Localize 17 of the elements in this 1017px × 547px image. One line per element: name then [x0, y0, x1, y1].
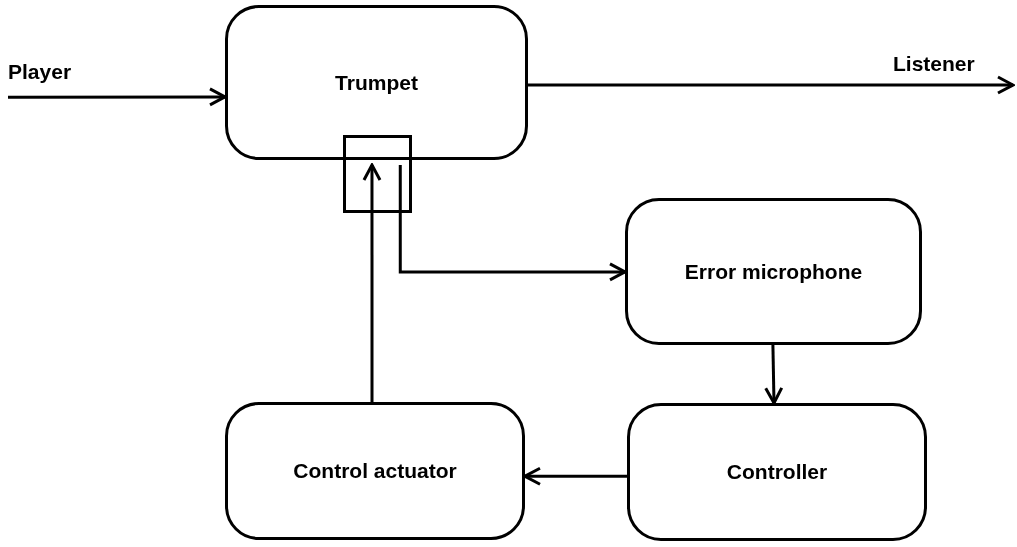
arrow: [398, 165, 627, 282]
arrow: [764, 344, 784, 405]
process-box: [627, 403, 927, 541]
process-box: [225, 402, 525, 540]
arrow: [8, 87, 227, 107]
text-label: Player: [8, 60, 88, 100]
arrow: [362, 163, 382, 402]
box-label: Controller: [726, 460, 828, 484]
box-label: Trumpet: [335, 70, 418, 95]
text-label: Listener: [893, 52, 1013, 88]
box-label: Control actuator: [293, 459, 457, 483]
arrow: [528, 75, 1015, 95]
process-box: [225, 5, 528, 160]
arrow: [523, 466, 627, 486]
square-box: [343, 135, 412, 213]
box-label: Error microphone: [684, 259, 863, 284]
process-box: [625, 198, 922, 345]
